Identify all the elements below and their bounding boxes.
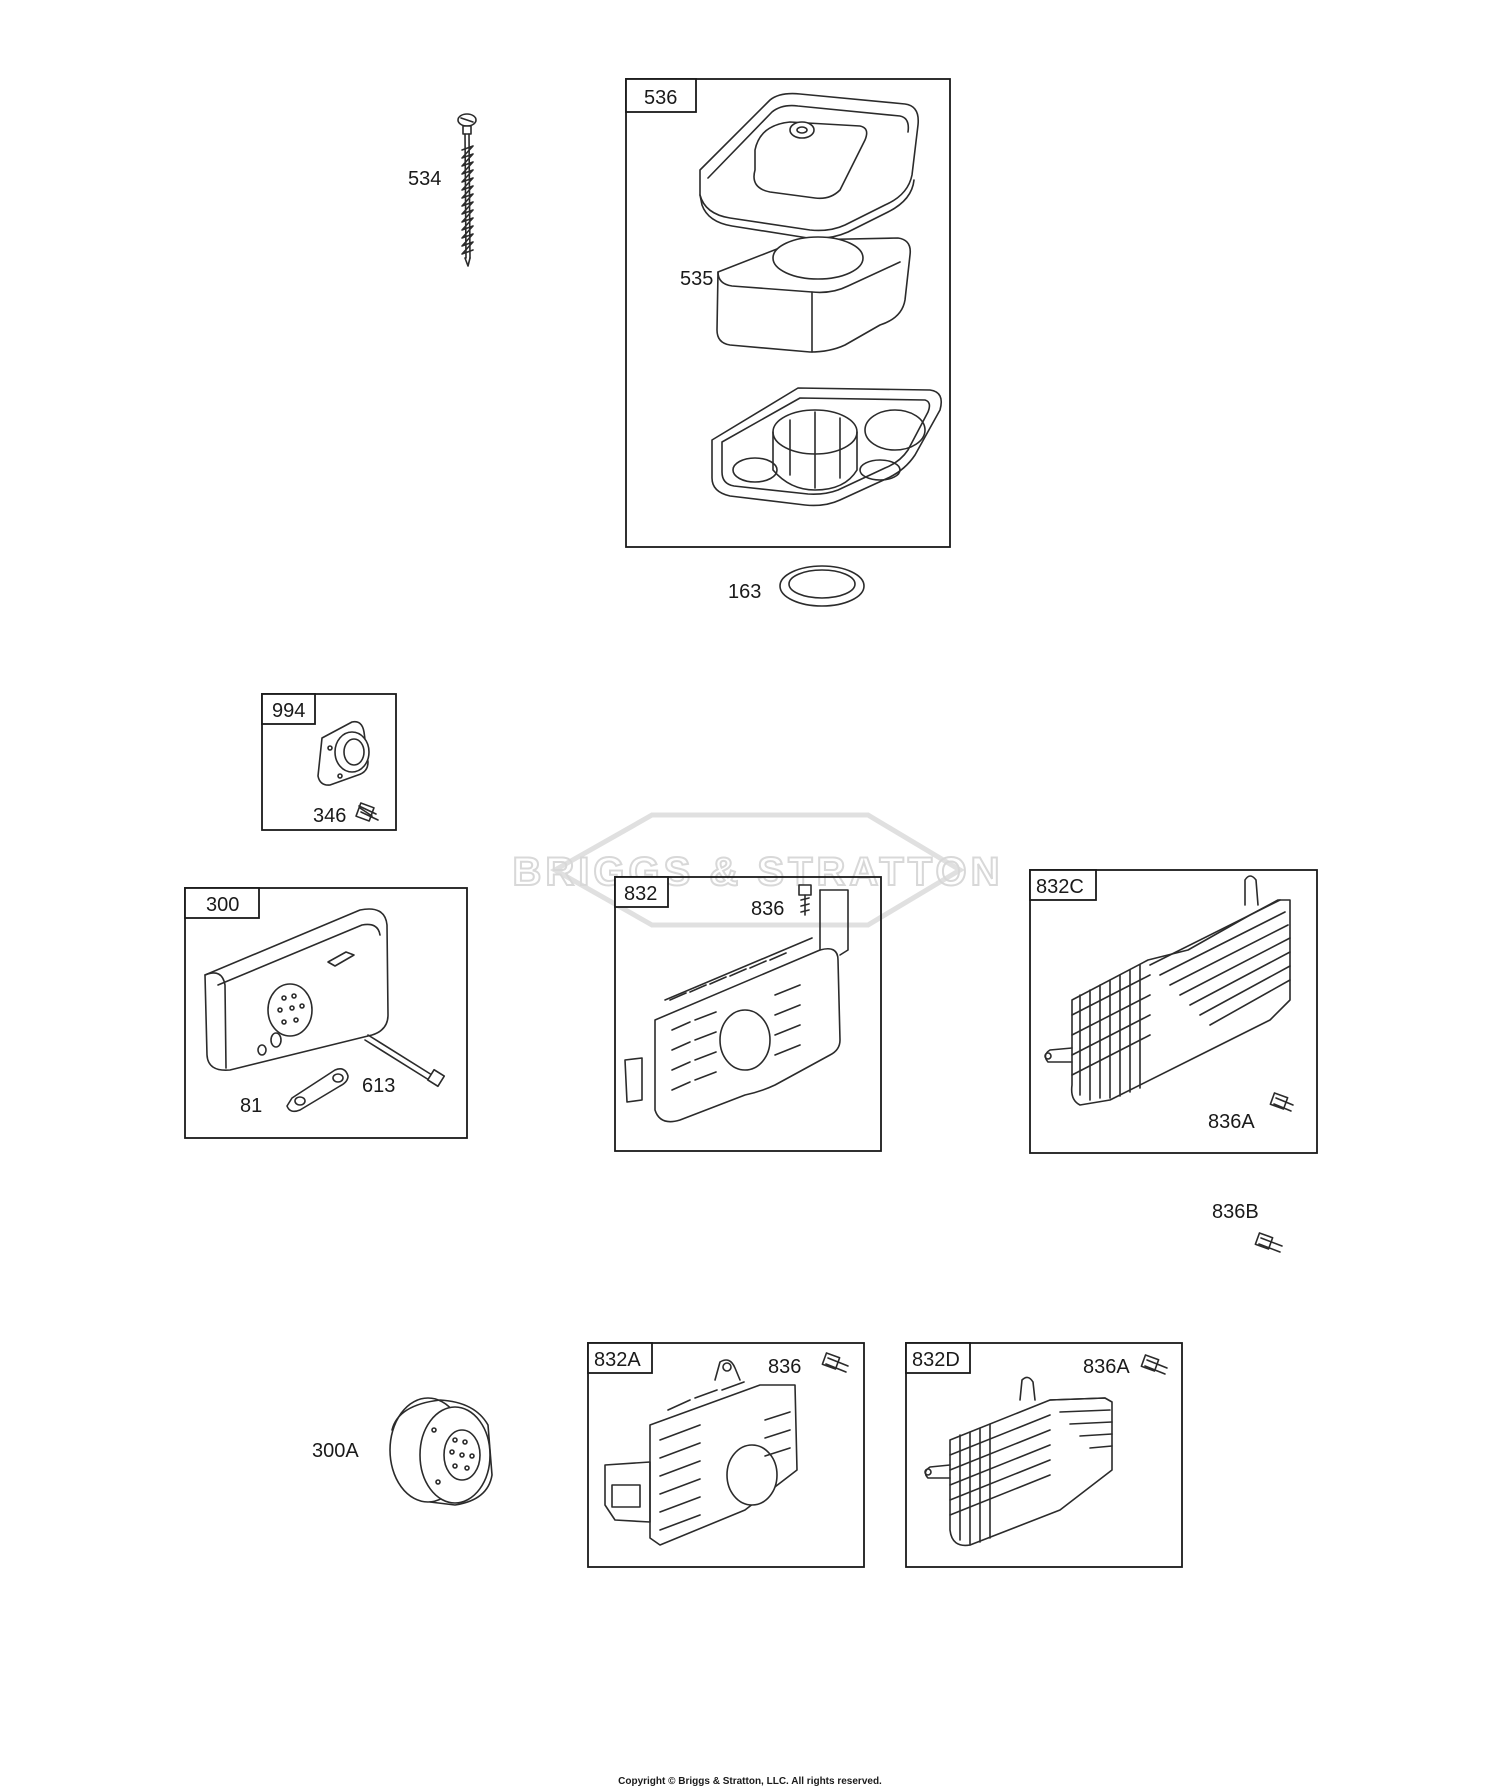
label-836-top: 836 xyxy=(751,898,784,920)
assembly-box-994 xyxy=(261,693,397,831)
label-163: 163 xyxy=(728,581,761,603)
label-81: 81 xyxy=(240,1095,262,1117)
label-535: 535 xyxy=(680,268,713,290)
tag-box-536 xyxy=(625,78,697,113)
assembly-box-832D xyxy=(905,1342,1183,1568)
label-836A-bottom: 836A xyxy=(1083,1356,1130,1378)
part-836-bolt-bottom xyxy=(821,1352,849,1373)
part-832D-wire-guard xyxy=(924,1376,1113,1547)
assembly-box-832A xyxy=(587,1342,865,1568)
part-832C-wire-guard xyxy=(1044,875,1291,1106)
part-534-screw xyxy=(457,113,477,267)
part-300-muffler xyxy=(204,908,389,1072)
label-346: 346 xyxy=(313,805,346,827)
tag-box-832C xyxy=(1029,869,1097,901)
watermark-logo: BRIGGS & STRATTON xyxy=(512,812,1004,928)
part-air-cleaner-cover xyxy=(699,92,920,240)
part-535-filter xyxy=(716,236,912,353)
tag-box-832D xyxy=(905,1342,971,1374)
label-832: 832 xyxy=(624,883,657,905)
assembly-box-832C xyxy=(1029,869,1318,1154)
tag-box-994 xyxy=(261,693,316,725)
part-832A-heat-shield xyxy=(604,1359,798,1546)
part-81-gasket xyxy=(286,1068,349,1113)
label-534: 534 xyxy=(408,168,441,190)
label-836A-right: 836A xyxy=(1208,1111,1255,1133)
part-air-cleaner-base xyxy=(711,387,943,507)
label-994: 994 xyxy=(272,700,305,722)
label-832C: 832C xyxy=(1036,876,1084,898)
watermark-text: BRIGGS & STRATTON xyxy=(513,850,1004,894)
label-836B: 836B xyxy=(1212,1201,1259,1223)
part-300A-muffler xyxy=(389,1397,493,1506)
tag-box-300 xyxy=(184,887,260,919)
part-836A-bolt-right xyxy=(1269,1092,1294,1112)
part-832-heat-shield xyxy=(624,889,849,1123)
label-300A: 300A xyxy=(312,1440,359,1462)
label-832A: 832A xyxy=(594,1349,641,1371)
copyright-footer: Copyright © Briggs & Stratton, LLC. All … xyxy=(618,1776,882,1787)
part-163-gasket xyxy=(779,565,865,607)
part-994-flange xyxy=(317,720,370,786)
part-836A-bolt-bottom xyxy=(1140,1354,1168,1375)
part-836B-bolt xyxy=(1254,1232,1283,1253)
label-836-bottom: 836 xyxy=(768,1356,801,1378)
label-536: 536 xyxy=(644,87,677,109)
label-832D: 832D xyxy=(912,1349,960,1371)
assembly-box-832 xyxy=(614,876,882,1152)
part-346-bolt xyxy=(355,802,379,822)
label-613: 613 xyxy=(362,1075,395,1097)
part-836-bolt-top xyxy=(798,884,812,916)
assembly-box-300 xyxy=(184,887,468,1139)
part-613-stud xyxy=(364,1034,446,1088)
assembly-box-536 xyxy=(625,78,951,548)
tag-box-832A xyxy=(587,1342,653,1374)
label-300: 300 xyxy=(206,894,239,916)
tag-box-832 xyxy=(614,876,669,908)
